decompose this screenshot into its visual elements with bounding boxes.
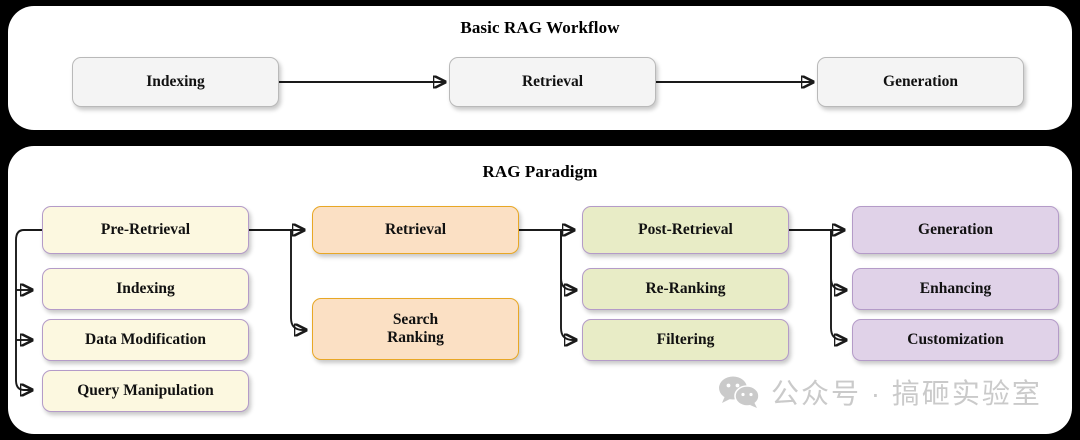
node-label: Indexing	[146, 73, 205, 91]
node-data-modification[interactable]: Data Modification	[42, 319, 249, 361]
node-search-ranking[interactable]: Search Ranking	[312, 298, 519, 360]
node-query-manipulation[interactable]: Query Manipulation	[42, 370, 249, 412]
branch-pre-retrieval-to-query-manipulation	[15, 229, 42, 390]
node-pre-retrieval[interactable]: Pre-Retrieval	[42, 206, 249, 254]
page-title-paradigm: RAG Paradigm	[482, 162, 598, 181]
node-indexing[interactable]: Indexing	[42, 268, 249, 310]
arrow-post-retrieval-to-enhancing	[830, 230, 846, 290]
node-label: Customization	[907, 331, 1004, 349]
arrow-pre-retrieval-to-search-ranking	[290, 230, 306, 330]
node-label: Generation	[918, 221, 993, 239]
rag-paradigm-panel: RAG Paradigm Pre-Retrieval Indexing Data…	[8, 146, 1072, 434]
node-filtering[interactable]: Filtering	[582, 319, 789, 361]
basic-rag-workflow-panel: Basic RAG Workflow Indexing Retrieval Ge…	[8, 6, 1072, 130]
node-label: Filtering	[656, 331, 715, 349]
node-generation[interactable]: Generation	[817, 57, 1024, 107]
node-label: Retrieval	[521, 73, 584, 91]
watermark-text: 公众号 · 搞砸实验室	[771, 378, 1042, 409]
node-label: Data Modification	[85, 331, 206, 349]
node-enhancing[interactable]: Enhancing	[852, 268, 1059, 310]
wechat-icon	[719, 376, 760, 408]
arrow-post-retrieval-to-customization	[830, 230, 846, 340]
arrow-retrieval-to-re-ranking	[560, 230, 576, 290]
node-label: Re-Ranking	[645, 280, 726, 298]
node-re-ranking[interactable]: Re-Ranking	[582, 268, 789, 310]
node-label-line1: Search	[392, 311, 439, 329]
arrow-retrieval-to-filtering	[560, 230, 576, 340]
node-post-retrieval[interactable]: Post-Retrieval	[582, 206, 789, 254]
node-retrieval[interactable]: Retrieval	[312, 206, 519, 254]
node-label: Enhancing	[919, 280, 992, 298]
node-label: Indexing	[116, 280, 175, 298]
node-label: Retrieval	[384, 221, 447, 239]
node-label: Generation	[883, 73, 958, 91]
page-title-basic: Basic RAG Workflow	[460, 18, 620, 37]
node-label: Query Manipulation	[77, 382, 214, 400]
watermark: 公众号 · 搞砸实验室	[718, 372, 1042, 412]
node-label: Pre-Retrieval	[100, 221, 191, 239]
node-label: Post-Retrieval	[638, 221, 733, 239]
node-generation[interactable]: Generation	[852, 206, 1059, 254]
node-indexing[interactable]: Indexing	[72, 57, 279, 107]
node-retrieval[interactable]: Retrieval	[449, 57, 656, 107]
node-customization[interactable]: Customization	[852, 319, 1059, 361]
node-label-line2: Ranking	[387, 329, 444, 346]
